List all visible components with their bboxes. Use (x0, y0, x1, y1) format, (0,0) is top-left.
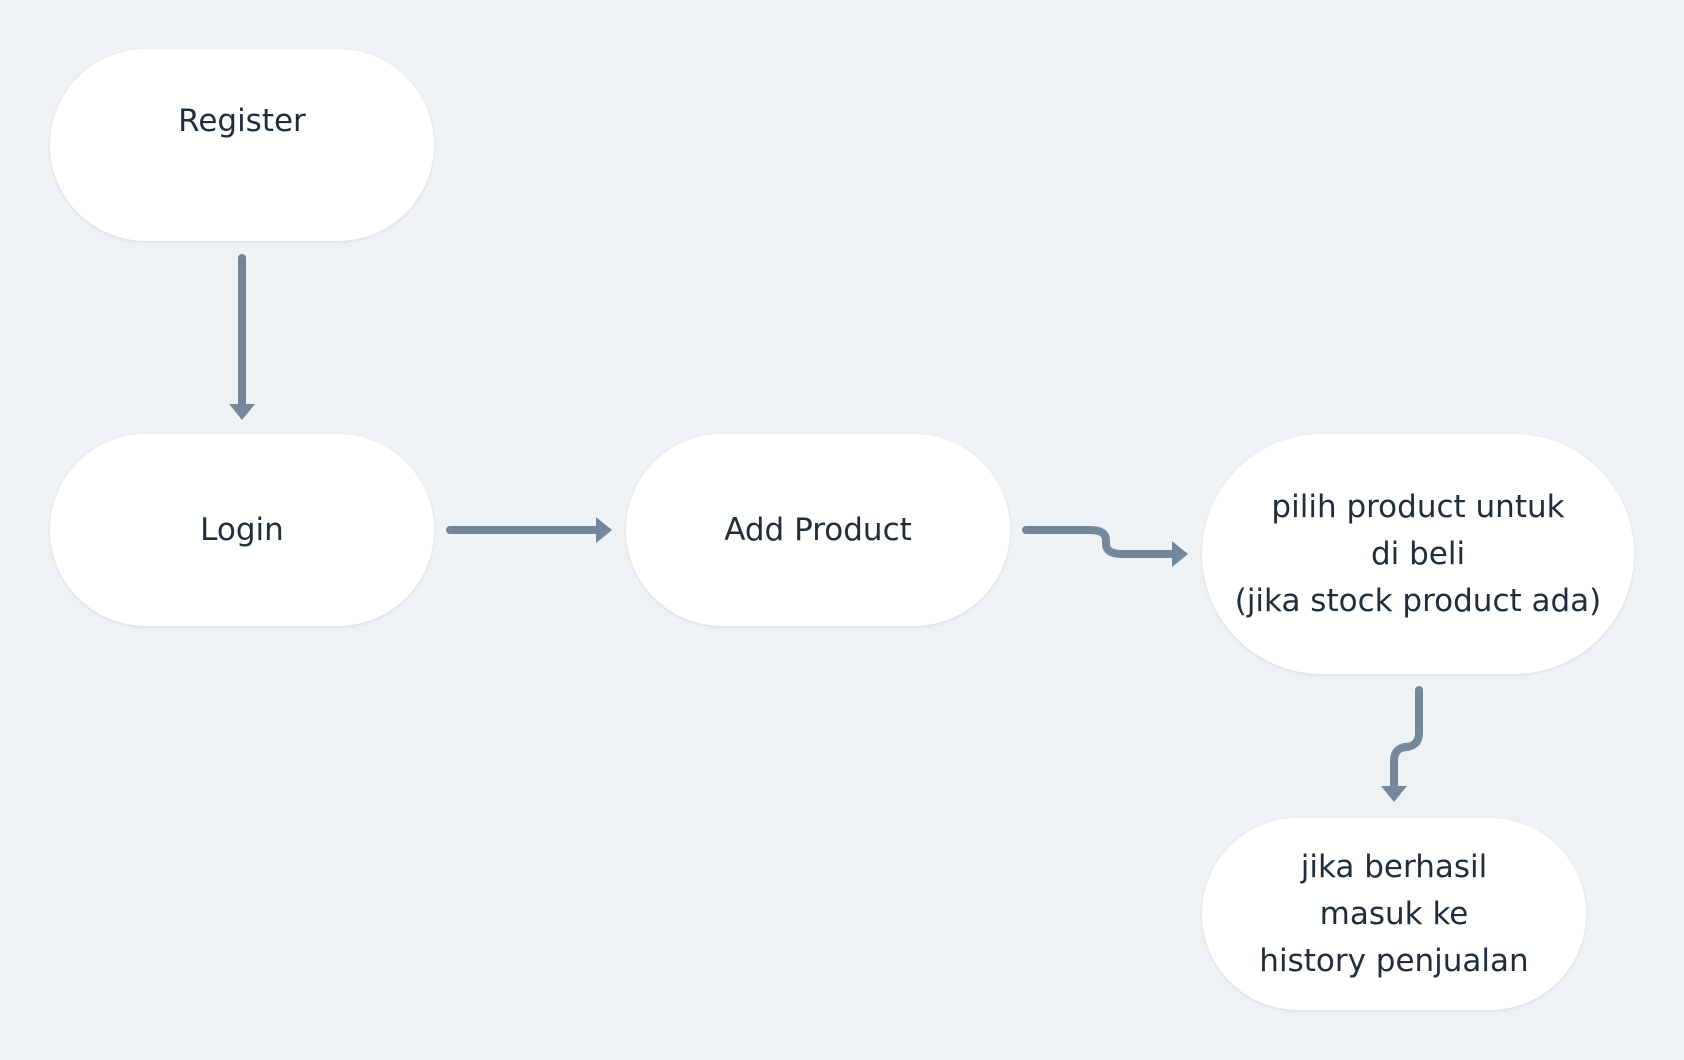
node-pilih-product[interactable]: pilih product untuk di beli (jika stock … (1202, 434, 1634, 674)
node-pilih-product-line-3: (jika stock product ada) (1234, 582, 1602, 619)
node-pilih-product-line-2: di beli (1370, 535, 1466, 572)
node-history-line-2: masuk ke (1319, 895, 1469, 932)
node-history-line-1: jika berhasil (1300, 848, 1488, 885)
node-login[interactable]: Login (50, 434, 434, 626)
node-register[interactable]: Register (50, 49, 434, 241)
edge-register-to-login (229, 254, 255, 420)
node-add-product-label: Add Product (724, 511, 912, 548)
node-add-product[interactable]: Add Product (626, 434, 1010, 626)
node-pilih-product-line-1: pilih product untuk (1271, 488, 1565, 525)
node-history-line-3: history penjualan (1259, 942, 1529, 979)
edge-pilih-product-to-history (1381, 686, 1423, 802)
node-history[interactable]: jika berhasil masuk ke history penjualan (1202, 818, 1586, 1010)
edge-add-product-to-pilih-product (1022, 526, 1188, 567)
node-login-label: Login (200, 511, 284, 548)
edge-login-to-add-product (446, 517, 612, 543)
node-register-label: Register (178, 102, 306, 139)
